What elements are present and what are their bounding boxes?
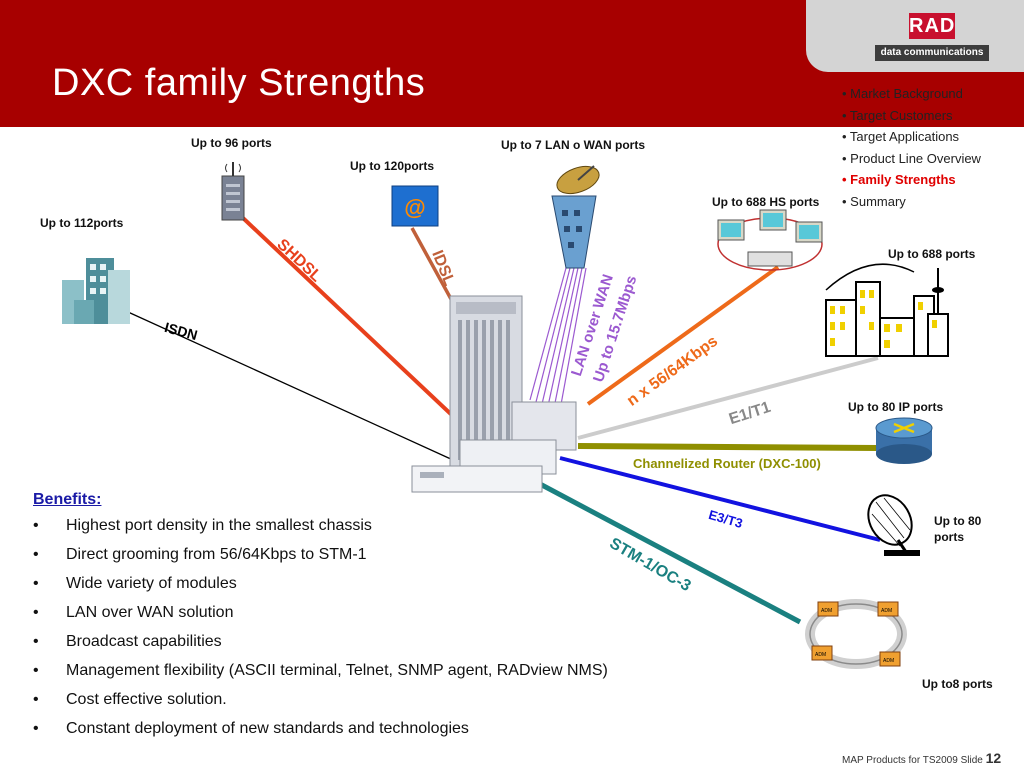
- port-label-96: Up to 96 ports: [191, 136, 272, 150]
- link-router: [577, 443, 879, 451]
- email-icon: @: [391, 185, 439, 227]
- slide-number: 12: [985, 750, 1002, 766]
- nav-item-product-line-overview[interactable]: • Product Line Overview: [842, 150, 981, 166]
- satellite-tower-icon: [551, 165, 600, 269]
- benefits-list: Highest port density in the smallest cha…: [33, 517, 608, 749]
- port-label-120: Up to 120ports: [350, 159, 435, 173]
- nav-item-target-customers[interactable]: • Target Customers: [842, 107, 953, 123]
- lan-computers-icon: [717, 209, 823, 271]
- benefit-item: Highest port density in the smallest cha…: [33, 517, 608, 546]
- satellite-dish-icon: [867, 494, 920, 556]
- router-icon: [875, 417, 933, 464]
- office-buildings-icon: [62, 258, 130, 324]
- port-label-80-line2: ports: [934, 530, 964, 544]
- link-lan-over-wan: [529, 267, 587, 411]
- benefits-heading: Benefits:: [33, 491, 102, 508]
- benefit-item: Constant deployment of new standards and…: [33, 720, 608, 749]
- benefit-item: Cost effective solution.: [33, 691, 608, 720]
- benefit-item: Direct grooming from 56/64Kbps to STM-1: [33, 546, 608, 575]
- rad-logo: RAD: [909, 13, 956, 39]
- rad-logo-subtext: data communications: [875, 45, 989, 61]
- agenda-nav: • Market Background • Target Customers •…: [842, 86, 981, 215]
- dxc-chassis-icon: [411, 295, 577, 493]
- svg-text:ADM: ADM: [815, 652, 826, 658]
- link-e3t3: [559, 456, 881, 542]
- nav-item-market-background[interactable]: • Market Background: [842, 86, 963, 101]
- link-isdn: [127, 311, 454, 461]
- port-label-hs688: Up to 688 HS ports: [712, 195, 820, 209]
- link-stm1: [538, 481, 802, 625]
- benefit-item: Wide variety of modules: [33, 575, 608, 604]
- slide-title: DXC family Strengths: [52, 62, 426, 104]
- svg-text:ADM: ADM: [883, 658, 894, 664]
- svg-text:ADM: ADM: [821, 608, 832, 614]
- port-label-8: Up to8 ports: [922, 677, 993, 691]
- link-nx56: [586, 265, 780, 406]
- link-e1t1: [577, 356, 879, 440]
- port-label-112: Up to 112ports: [40, 216, 124, 230]
- svg-text:ADM: ADM: [881, 608, 892, 614]
- radio-modem-icon: [221, 162, 245, 221]
- port-label-lan7: Up to 7 LAN o WAN ports: [501, 138, 645, 152]
- nav-item-target-applications[interactable]: • Target Applications: [842, 129, 960, 144]
- footer-text: MAP Products for TS2009 Slide: [842, 755, 986, 766]
- nav-item-summary[interactable]: • Summary: [842, 193, 906, 209]
- sdh-ring-icon: ADM ADM ADM ADM: [805, 599, 907, 669]
- port-label-80-line1: Up to 80: [934, 514, 982, 528]
- city-skyline-icon: [825, 263, 949, 357]
- link-shdsl: [241, 216, 457, 420]
- port-label-ip80: Up to 80 IP ports: [848, 400, 944, 414]
- svg-text:@: @: [404, 195, 425, 220]
- port-label-688: Up to 688 ports: [888, 247, 976, 261]
- slide-footer: MAP Products for TS2009 Slide 12: [842, 750, 1001, 766]
- benefit-item: LAN over WAN solution: [33, 604, 608, 633]
- nav-item-family-strengths[interactable]: • Family Strengths: [842, 172, 956, 187]
- benefit-item: Management flexibility (ASCII terminal, …: [33, 662, 608, 691]
- link-label-router: Channelized Router (DXC-100): [633, 456, 821, 471]
- benefit-item: Broadcast capabilities: [33, 633, 608, 662]
